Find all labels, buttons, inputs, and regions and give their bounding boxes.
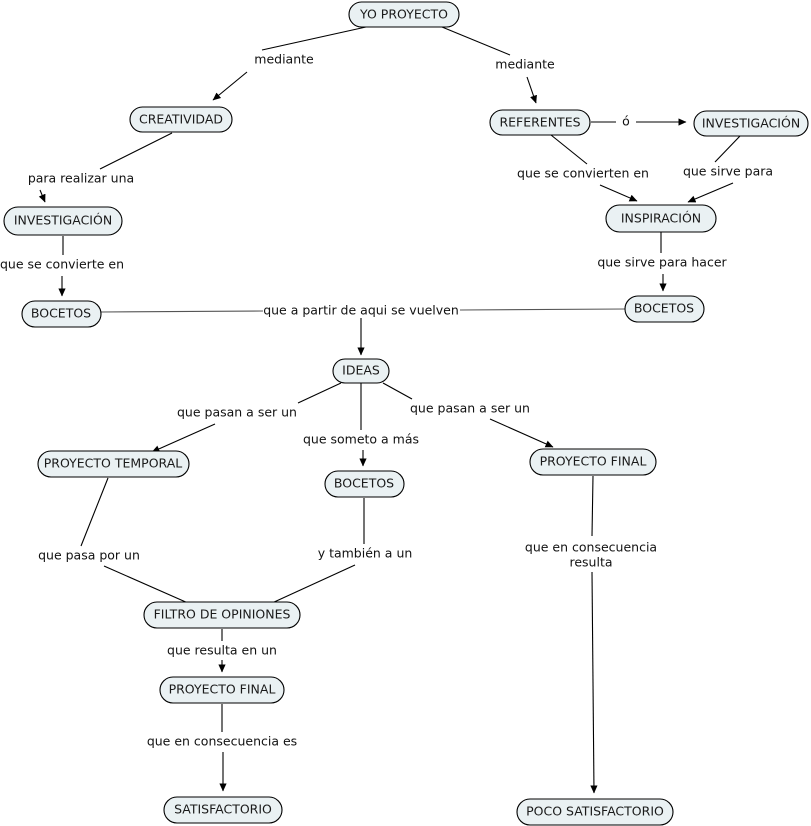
nodes-layer: YO PROYECTO CREATIVIDAD REFERENTES INVES…: [3, 1, 809, 826]
edge-creatividad-investigacion-seg1: [99, 132, 173, 170]
edge-creatividad-investigacion-seg2: [38, 189, 46, 203]
edge-final-poco-seg2: [590, 571, 598, 794]
link-label-que-pasan-a-ser-un-left: que pasan a ser un: [177, 405, 297, 420]
edge-temporal-filtro-seg1: [80, 477, 109, 547]
link-label-que-sirve-para: que sirve para: [683, 164, 773, 179]
edge-ideas-final-seg2: [489, 418, 554, 448]
link-labels-layer: mediante mediante ó para realizar una qu…: [0, 52, 773, 749]
node-proyecto-temporal[interactable]: PROYECTO TEMPORAL: [37, 450, 190, 478]
edge-yo-referentes-seg1: [441, 26, 511, 56]
link-label-que-pasan-a-ser-un-right: que pasan a ser un: [410, 401, 530, 416]
node-bocetos-right-label: BOCETOS: [634, 301, 694, 316]
node-ideas-label: IDEAS: [342, 363, 380, 378]
node-inspiracion-shape[interactable]: [605, 204, 717, 233]
link-label-que-se-convierte-en: que se convierte en: [0, 257, 124, 272]
node-satisfactorio-shape[interactable]: [163, 796, 283, 824]
node-proyecto-final-left-shape[interactable]: [159, 676, 285, 704]
node-bocetos-right[interactable]: BOCETOS: [624, 295, 705, 323]
edge-investigacion-inspiracion-seg2: [687, 182, 734, 203]
node-creatividad-label: CREATIVIDAD: [139, 112, 223, 127]
node-satisfactorio-label: SATISFACTORIO: [174, 802, 272, 817]
node-poco-satisfactorio-label: POCO SATISFACTORIO: [526, 804, 664, 819]
edges-layer: [38, 26, 741, 794]
node-referentes[interactable]: REFERENTES: [489, 109, 591, 136]
link-label-o: ó: [622, 114, 630, 129]
edge-temporal-filtro-seg2: [103, 565, 189, 604]
edge-bocetos-ideas-der-seg: [459, 308, 626, 311]
edge-investigacion-inspiracion-seg1: [714, 135, 741, 163]
node-poco-satisfactorio[interactable]: POCO SATISFACTORIO: [516, 798, 674, 826]
edge-referentes-inspiracion-seg1: [550, 134, 588, 165]
node-bocetos-left-label: BOCETOS: [31, 306, 91, 321]
node-proyecto-final-right[interactable]: PROYECTO FINAL: [529, 448, 657, 476]
node-filtro-opiniones-shape[interactable]: [143, 601, 301, 629]
node-yo-proyecto-shape[interactable]: [348, 1, 460, 28]
node-proyecto-final-left[interactable]: PROYECTO FINAL: [159, 676, 285, 704]
node-poco-satisfactorio-shape[interactable]: [516, 798, 674, 826]
link-label-mediante-right: mediante: [495, 57, 555, 72]
node-proyecto-temporal-shape[interactable]: [37, 450, 190, 478]
link-label-que-se-convierten-en: que se convierten en: [517, 166, 649, 181]
node-bocetos-center-label: BOCETOS: [334, 476, 394, 491]
node-bocetos-right-shape[interactable]: [624, 295, 705, 323]
edge-ideas-final-seg1: [382, 382, 413, 400]
link-label-que-en-consecuencia-resulta-line1: que en consecuencia: [525, 540, 657, 555]
node-creatividad-shape[interactable]: [129, 106, 233, 133]
edge-ideas-temporal-seg2: [151, 423, 216, 453]
node-investigacion-left-label: INVESTIGACIÓN: [14, 213, 112, 228]
edge-bocetos-ideas-izq-seg: [100, 310, 264, 313]
node-bocetos-left-shape[interactable]: [21, 300, 102, 328]
link-label-que-en-consecuencia-resulta-line2: resulta: [569, 555, 612, 570]
node-investigacion-right-label: INVESTIGACIÓN: [702, 116, 800, 131]
link-label-que-pasa-por-un: que pasa por un: [38, 548, 140, 563]
node-referentes-label: REFERENTES: [499, 115, 580, 130]
link-label-que-resulta-en-un: que resulta en un: [167, 643, 277, 658]
node-yo-proyecto-label: YO PROYECTO: [359, 7, 448, 22]
node-yo-proyecto[interactable]: YO PROYECTO: [348, 1, 460, 28]
node-proyecto-final-right-label: PROYECTO FINAL: [540, 454, 647, 469]
node-creatividad[interactable]: CREATIVIDAD: [129, 106, 233, 133]
edge-referentes-inspiracion-seg2: [599, 184, 638, 202]
link-label-que-a-partir-de-aqui-se-vuelven: que a partir de aqui se vuelven: [263, 303, 459, 318]
node-ideas-shape[interactable]: [332, 358, 390, 384]
node-referentes-shape[interactable]: [489, 109, 591, 136]
edge-final-poco-seg1: [591, 475, 594, 537]
node-proyecto-temporal-label: PROYECTO TEMPORAL: [44, 456, 183, 471]
node-satisfactorio[interactable]: SATISFACTORIO: [163, 796, 283, 824]
edge-bocetos-filtro-seg2: [271, 564, 356, 604]
node-inspiracion-label: INSPIRACIÓN: [621, 211, 701, 226]
node-proyecto-final-left-label: PROYECTO FINAL: [169, 682, 276, 697]
node-filtro-opiniones[interactable]: FILTRO DE OPINIONES: [143, 601, 301, 629]
edge-yo-creatividad-seg1: [261, 26, 367, 51]
node-bocetos-left[interactable]: BOCETOS: [21, 300, 102, 328]
edge-yo-referentes-seg2: [526, 76, 537, 104]
node-filtro-opiniones-label: FILTRO DE OPINIONES: [154, 607, 291, 622]
edge-yo-creatividad-seg2: [212, 71, 248, 101]
node-investigacion-right-shape[interactable]: [693, 110, 809, 137]
edge-ideas-temporal-seg1: [297, 382, 342, 404]
node-bocetos-center[interactable]: BOCETOS: [324, 470, 405, 498]
node-proyecto-final-right-shape[interactable]: [529, 448, 657, 476]
node-investigacion-left-shape[interactable]: [3, 206, 123, 236]
link-label-y-tambien-a-un: y también a un: [318, 546, 413, 561]
node-inspiracion[interactable]: INSPIRACIÓN: [605, 204, 717, 233]
node-investigacion-left[interactable]: INVESTIGACIÓN: [3, 206, 123, 236]
node-investigacion-right[interactable]: INVESTIGACIÓN: [693, 110, 809, 137]
link-label-mediante-left: mediante: [254, 52, 314, 67]
link-label-que-en-consecuencia-es: que en consecuencia es: [147, 734, 297, 749]
link-label-para-realizar-una: para realizar una: [28, 171, 134, 186]
node-ideas[interactable]: IDEAS: [332, 358, 390, 384]
node-bocetos-center-shape[interactable]: [324, 470, 405, 498]
link-label-que-sirve-para-hacer: que sirve para hacer: [597, 255, 727, 270]
link-label-que-someto-a-mas: que someto a más: [303, 432, 419, 447]
